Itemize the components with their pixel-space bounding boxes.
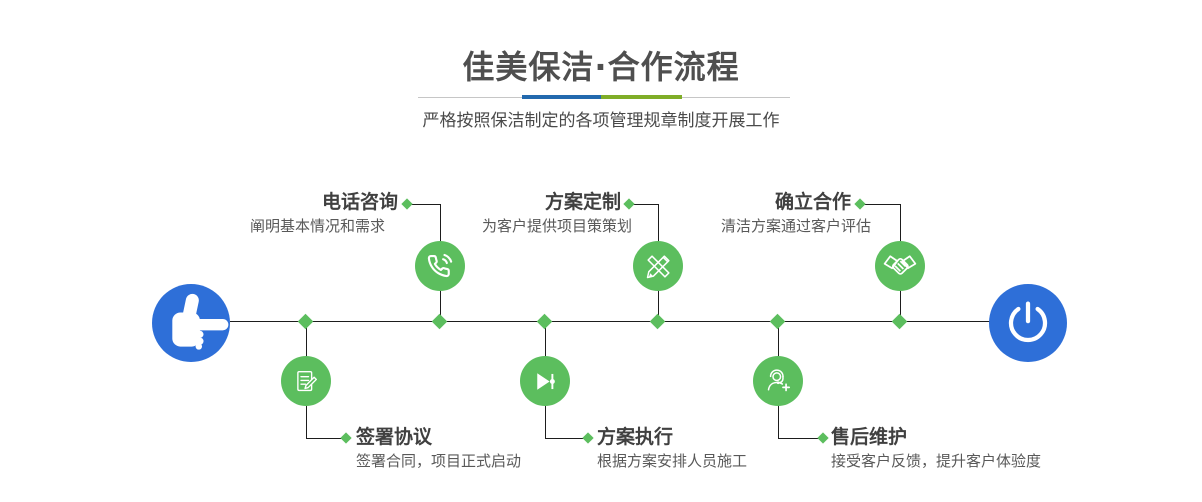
step-label-plan: 方案定制 为客户提供项目策策划 [482, 191, 632, 236]
step-node-execute [520, 356, 570, 406]
connector-line [306, 438, 344, 439]
step-node-cooperation [875, 241, 925, 291]
step-title: 确立合作 [774, 191, 851, 213]
timeline-node-diamond [649, 313, 666, 330]
label-diamond [623, 198, 635, 210]
timeline-node-diamond [536, 313, 553, 330]
timeline-node-diamond [769, 313, 786, 330]
end-node [989, 284, 1067, 362]
step-label-cooperation: 确立合作 清洁方案通过客户评估 [721, 191, 871, 236]
play-next-icon [536, 372, 555, 390]
pencil-wrench-icon [646, 254, 670, 278]
step-desc: 为客户提供项目策策划 [481, 217, 632, 235]
divider-green-segment [601, 95, 682, 99]
connector-line [778, 438, 821, 439]
step-label-phone: 电话咨询 阐明基本情况和需求 [250, 191, 398, 236]
timeline-node-diamond [891, 313, 908, 330]
label-diamond [340, 432, 352, 444]
divider-blue-segment [522, 95, 601, 99]
step-desc: 接受客户反馈，提升客户体验度 [831, 452, 1042, 470]
step-title: 签署协议 [356, 426, 433, 448]
step-desc: 清洁方案通过客户评估 [720, 217, 871, 235]
phone-icon [427, 253, 453, 278]
connector-line [545, 438, 586, 439]
label-diamond [401, 198, 413, 210]
step-title: 电话咨询 [321, 191, 398, 213]
page-title: 佳美保洁·合作流程 [462, 48, 740, 86]
step-title: 方案定制 [544, 191, 621, 213]
timeline-node-diamond [431, 313, 448, 330]
connector-line [862, 204, 900, 205]
start-node [152, 284, 230, 362]
step-node-aftersale [753, 356, 803, 406]
step-title: 方案执行 [597, 426, 674, 448]
page-subtitle: 严格按照保洁制定的各项管理规章制度开展工作 [422, 111, 780, 131]
document-pen-icon [297, 370, 317, 392]
headset-plus-icon [767, 368, 790, 391]
step-desc: 签署合同，项目正式启动 [356, 452, 522, 470]
step-node-phone [415, 241, 465, 291]
step-desc: 根据方案安排人员施工 [597, 452, 748, 470]
handshake-icon [883, 255, 917, 275]
step-label-execute: 方案执行 根据方案安排人员施工 [597, 426, 747, 471]
label-diamond [854, 198, 866, 210]
connector-line [630, 204, 658, 205]
step-title: 售后维护 [831, 426, 908, 448]
step-label-sign: 签署协议 签署合同，项目正式启动 [356, 426, 521, 471]
timeline [230, 321, 990, 322]
timeline-node-diamond [297, 313, 314, 330]
label-diamond [582, 432, 594, 444]
hand-pointer-icon [172, 293, 229, 350]
step-desc: 阐明基本情况和需求 [249, 217, 385, 235]
step-node-plan [633, 241, 683, 291]
label-diamond [817, 432, 829, 444]
step-label-aftersale: 售后维护 接受客户反馈，提升客户体验度 [831, 426, 1041, 471]
power-icon [1008, 301, 1048, 343]
connector-line [408, 204, 440, 205]
step-node-sign [281, 356, 331, 406]
